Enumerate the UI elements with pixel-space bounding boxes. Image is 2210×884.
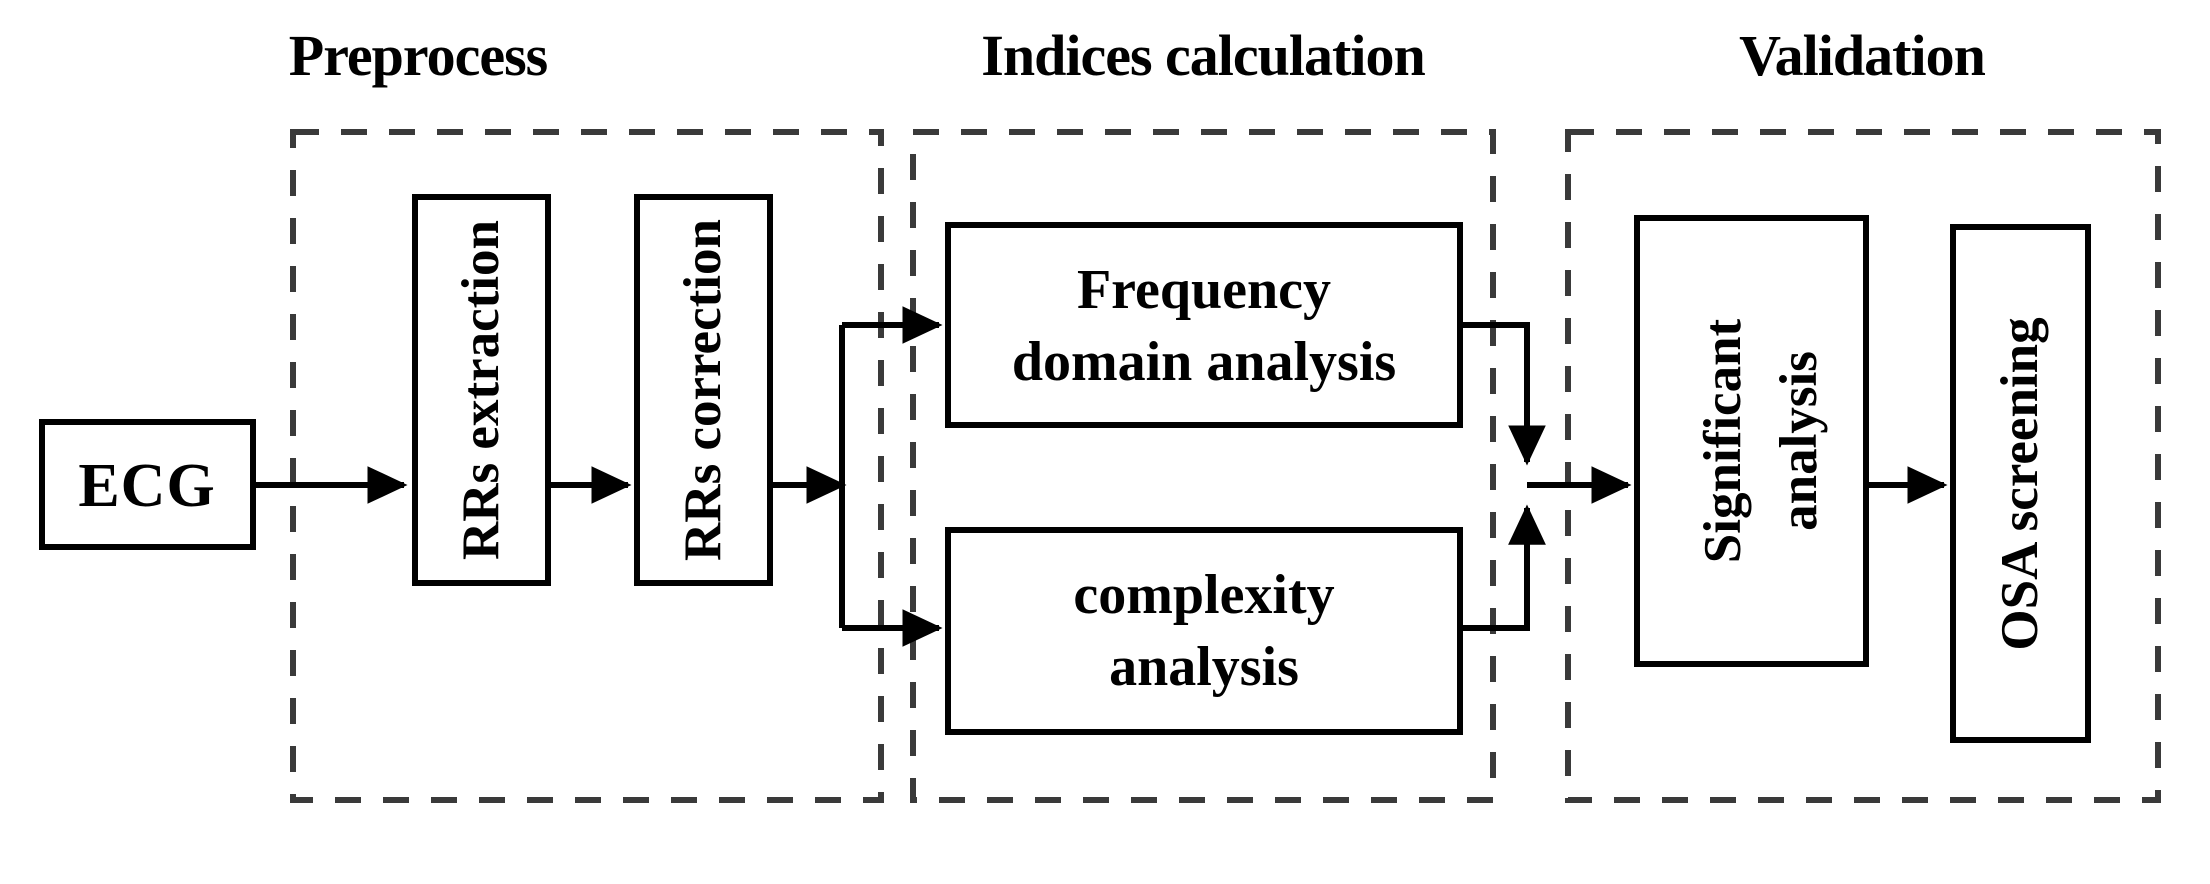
node-ecg-label: ECG [78, 452, 215, 520]
node-complexity-analysis-label-line1: complexity [1073, 564, 1334, 626]
node-ecg[interactable]: ECG [39, 419, 256, 550]
group-title-indices-calculation: Indices calculation [981, 23, 1425, 88]
node-complexity-analysis[interactable]: complexity analysis [945, 527, 1463, 735]
group-boundary-indices-calculation [910, 129, 1496, 803]
node-rrs-correction[interactable]: RRs correction [634, 194, 773, 586]
node-rrs-correction-label: RRs correction [674, 219, 732, 561]
group-title-validation: Validation [1739, 23, 1985, 88]
node-rrs-extraction-label: RRs extraction [452, 220, 510, 560]
node-frequency-domain-analysis[interactable]: Frequency domain analysis [945, 222, 1463, 428]
edge-complexity-to-merge [1460, 504, 1546, 631]
node-significant-analysis-label-line2: analysis [1770, 351, 1828, 531]
node-frequency-domain-analysis-label-line2: domain analysis [1012, 331, 1396, 393]
node-significant-analysis[interactable]: Significant analysis [1634, 215, 1869, 667]
group-boundary-validation [1565, 129, 2161, 803]
node-osa-screening-label: OSA screening [1991, 317, 2049, 650]
node-significant-analysis-label-line1: Significant [1694, 318, 1752, 563]
node-rrs-extraction[interactable]: RRs extraction [412, 194, 551, 586]
node-frequency-domain-analysis-label-line1: Frequency [1077, 259, 1331, 321]
group-boundary-preprocess [290, 129, 884, 803]
group-title-preprocess: Preprocess [289, 23, 548, 88]
node-osa-screening[interactable]: OSA screening [1950, 224, 2091, 743]
edge-frequency-to-merge [1460, 322, 1546, 466]
node-complexity-analysis-label-line2: analysis [1109, 636, 1299, 698]
